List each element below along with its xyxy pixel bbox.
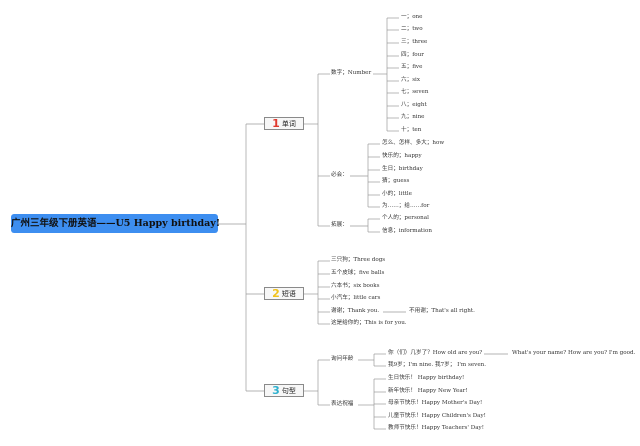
root-node[interactable]: 广州三年级下册英语——U5 Happy birthday! (11, 214, 220, 233)
age-answer[interactable]: 我9岁；I'm nine. 我7岁； I'm seven. (388, 362, 487, 368)
topic-label: 单词 (281, 120, 296, 128)
must-item[interactable]: 生日；birthday (382, 166, 423, 172)
topic-number: 3 (272, 384, 280, 397)
number-item[interactable]: 三；three (401, 39, 428, 45)
topic-number: 2 (272, 287, 280, 300)
phrase-item[interactable]: 三只狗；Three dogs (331, 257, 386, 263)
phrase-item[interactable]: 小汽车；little cars (331, 295, 381, 301)
must-item[interactable]: 为……；给……for (382, 203, 430, 209)
topic-number: 1 (272, 117, 280, 130)
number-item[interactable]: 七；seven (401, 89, 429, 95)
wish-item[interactable]: 母亲节快乐！Happy Mother's Day! (388, 400, 483, 406)
number-item[interactable]: 四；four (401, 52, 424, 58)
extend-item[interactable]: 个人的；personal (382, 215, 429, 221)
number-item[interactable]: 六；six (401, 77, 421, 83)
number-item[interactable]: 五；five (401, 64, 423, 70)
wish-item[interactable]: 生日快乐！ Happy birthday! (388, 375, 465, 381)
number-item[interactable]: 二；two (401, 26, 423, 32)
number-item[interactable]: 八；eight (401, 102, 427, 108)
phrase-reply[interactable]: 不用谢；That's all right. (409, 308, 475, 314)
must-item[interactable]: 怎么、怎样、多大；how (382, 140, 445, 146)
topic-label: 短语 (281, 290, 296, 298)
age-label[interactable]: 询问年龄 (331, 356, 354, 362)
topic-label: 句型 (281, 387, 296, 395)
extend-label[interactable]: 拓展： (331, 222, 348, 228)
must-label[interactable]: 必会： (331, 172, 348, 178)
phrase-item[interactable]: 五个皮球；five balls (331, 270, 385, 276)
must-item[interactable]: 快乐的；happy (382, 153, 422, 159)
wish-label[interactable]: 表达祝福 (331, 401, 354, 407)
wish-item[interactable]: 儿童节快乐！Happy Children's Day! (388, 413, 486, 419)
wish-item[interactable]: 教师节快乐！Happy Teachers' Day! (388, 425, 484, 431)
must-item[interactable]: 猜；guess (382, 178, 410, 184)
number-item[interactable]: 九；nine (401, 114, 425, 120)
number-item[interactable]: 一；one (401, 14, 423, 20)
phrase-item[interactable]: 谢谢；Thank you. (331, 308, 380, 314)
phrase-item[interactable]: 这是给你的；This is for you. (331, 320, 407, 326)
must-item[interactable]: 小的；little (382, 191, 412, 197)
numbers-label[interactable]: 数字；Number (331, 70, 372, 76)
age-question[interactable]: 你（们）几岁了？How old are you? (388, 350, 483, 356)
age-extra[interactable]: What's your name? How are you? I'm good. (512, 350, 636, 356)
phrase-item[interactable]: 六本书；six books (331, 283, 380, 289)
wish-item[interactable]: 新年快乐！ Happy New Year! (388, 388, 468, 394)
number-item[interactable]: 十；ten (401, 127, 422, 133)
extend-item[interactable]: 信息；information (382, 228, 432, 234)
